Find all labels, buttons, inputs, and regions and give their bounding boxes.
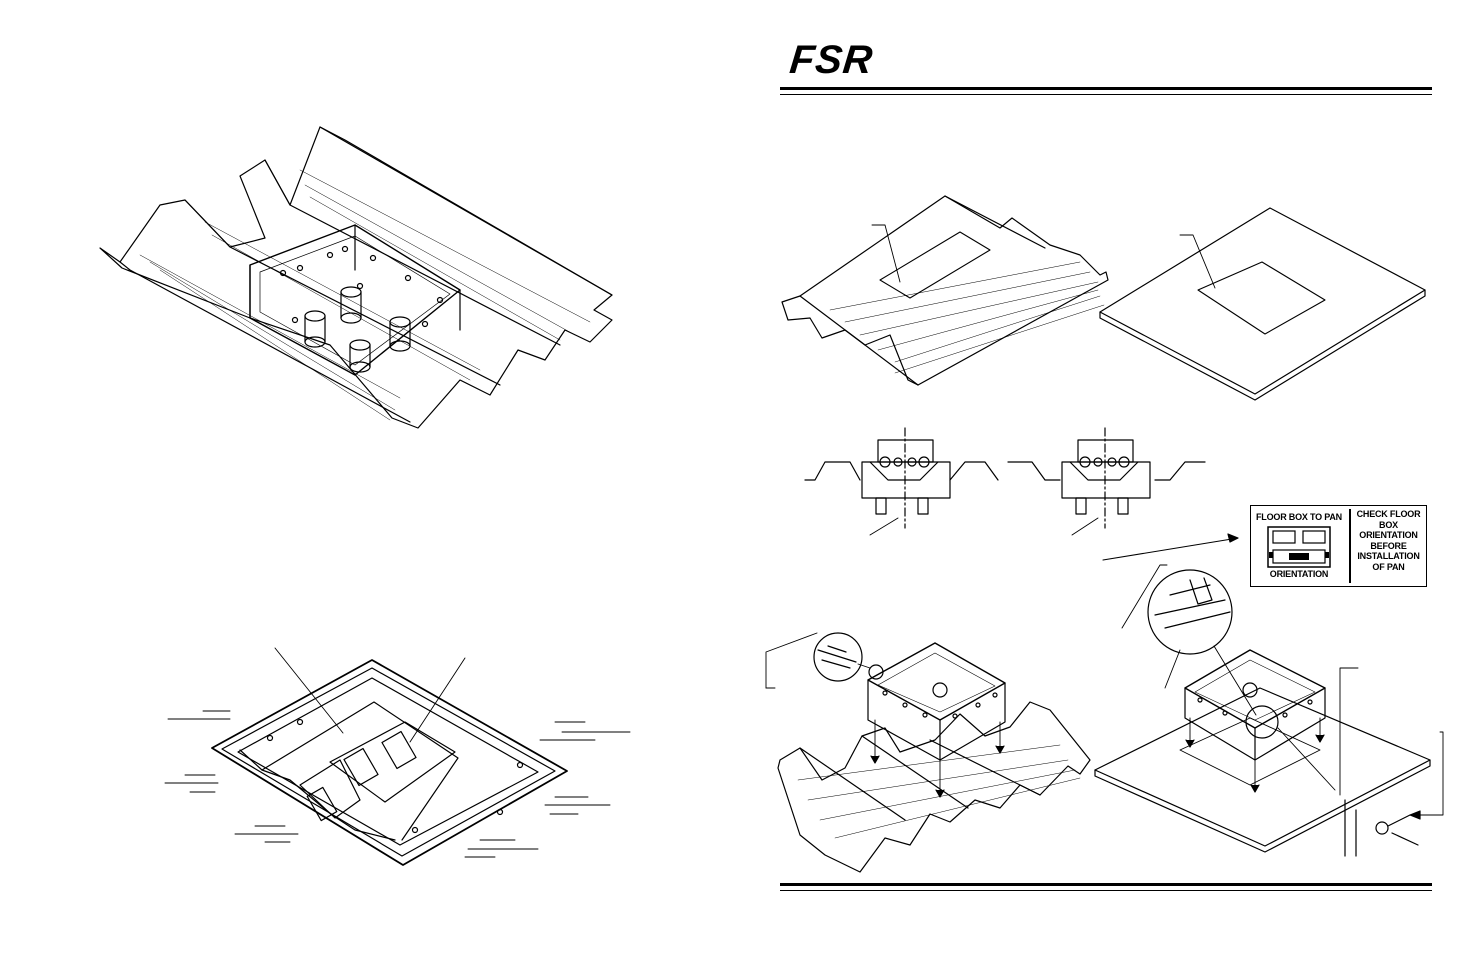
floor-plate-illustration <box>164 647 631 866</box>
warning-line-1: CHECK FLOOR <box>1356 509 1421 519</box>
label-pointer-arrow <box>1102 533 1239 561</box>
warning-line-6: OF PAN <box>1372 561 1405 572</box>
orientation-label-warning: CHECK FLOOR BOX ORIENTATION BEFORE INSTA… <box>1349 509 1423 583</box>
warning-line-5: INSTALLATION <box>1357 551 1420 561</box>
box-to-pan-illustration <box>765 632 1091 873</box>
box-orientation-icon <box>1267 526 1331 568</box>
box-to-plate-illustration <box>1094 564 1444 857</box>
flat-plate-illustration <box>1099 207 1426 401</box>
footer-rule-thick <box>780 883 1432 886</box>
footer-rule-thin <box>780 890 1432 891</box>
orientation-label-caption: ORIENTATION <box>1269 569 1329 579</box>
orientation-label-title: FLOOR BOX TO PAN <box>1256 512 1342 522</box>
section-view-left <box>804 427 999 536</box>
warning-line-4: BEFORE <box>1370 540 1407 551</box>
header-rule-thick <box>780 87 1432 90</box>
deck-with-box-illustration <box>99 126 613 429</box>
warning-line-2: BOX <box>1379 519 1398 530</box>
pan-cutout-illustration <box>781 195 1109 386</box>
header-rule-thin <box>780 94 1432 95</box>
orientation-label-left-panel: FLOOR BOX TO PAN ORIENTATION <box>1253 509 1345 583</box>
section-view-right <box>1007 427 1206 536</box>
orientation-label: FLOOR BOX TO PAN ORIENTATION CHECK FLOOR… <box>1250 505 1427 587</box>
fsr-logo: FSR <box>787 38 876 82</box>
warning-line-3: ORIENTATION <box>1359 530 1418 540</box>
